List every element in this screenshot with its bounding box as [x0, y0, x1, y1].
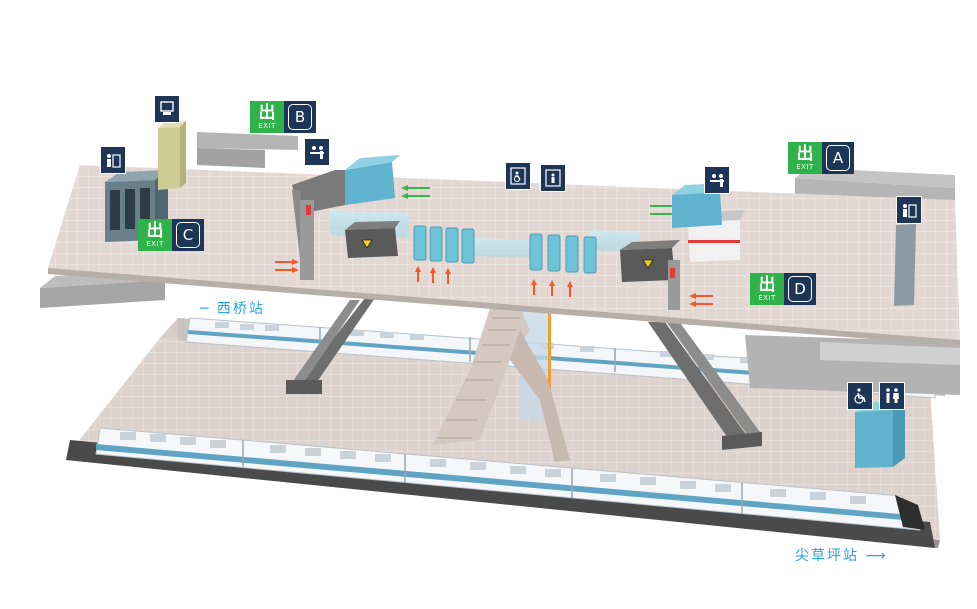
- exit-a-sign: 出 EXIT A: [788, 142, 854, 174]
- exit-c-sign: 出 EXIT C: [138, 219, 204, 251]
- fare-gates-center: [529, 233, 597, 274]
- exit-b-label: B: [288, 104, 312, 130]
- service-counter-icon: [304, 138, 330, 166]
- accessible-icon: [847, 382, 873, 410]
- right-pillar: [894, 224, 916, 306]
- ticket-machine-icon: [154, 95, 180, 123]
- platform-facility-block: [855, 402, 905, 468]
- exit-icon: 出 EXIT: [250, 101, 284, 133]
- station-right-label: 尖草坪站 ⟶: [795, 548, 888, 564]
- front-train: [95, 427, 925, 531]
- exit-c-label: C: [176, 222, 200, 248]
- exit-icon: 出 EXIT: [750, 273, 784, 305]
- exit-icon: 出 EXIT: [788, 142, 822, 174]
- security-scanner-right: [620, 240, 680, 310]
- service-counter-icon: [100, 146, 126, 174]
- exit-d-sign: 出 EXIT D: [750, 273, 816, 305]
- station-left-label: ─ 西桥站: [200, 301, 265, 317]
- arrow-right-icon: ⟶: [859, 548, 888, 564]
- exit-d-label: D: [788, 276, 812, 302]
- security-scanner-left: [345, 221, 400, 258]
- ticket-machine-icon: [896, 196, 922, 224]
- exit-icon: 出 EXIT: [138, 219, 172, 251]
- arrow-left-icon: ─: [200, 301, 217, 317]
- stairs-center: [432, 308, 570, 462]
- restroom-icon: [879, 382, 905, 410]
- service-counter-left: [292, 155, 400, 280]
- escalator-left: [286, 298, 375, 394]
- fare-gates-left: [413, 225, 475, 264]
- exit-b-sign: 出 EXIT B: [250, 101, 316, 133]
- exit-a-label: A: [826, 145, 850, 171]
- elevator-icon: [540, 164, 566, 192]
- service-counter-icon: [704, 166, 730, 194]
- escalator-right: [648, 320, 762, 450]
- accessible-elevator-icon: [505, 162, 531, 190]
